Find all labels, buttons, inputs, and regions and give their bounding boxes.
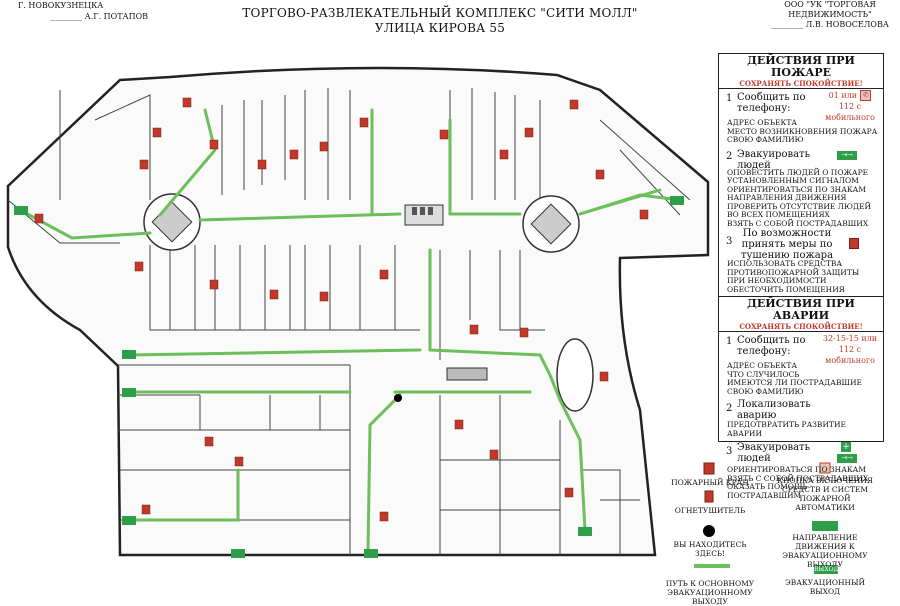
extinguisher-icon bbox=[849, 238, 859, 249]
fire-step1-item-3: СВОЮ ФАМИЛИЮ bbox=[727, 135, 804, 144]
approval-right: ООО "УК "ТОРГОВАЯ НЕДВИЖИМОСТЬ" ________… bbox=[770, 0, 890, 30]
legend-hydrant: ПОЖАРНЫЙ КРАН bbox=[671, 478, 749, 487]
escalator-center bbox=[446, 367, 488, 381]
accident-step2-title: Локализовать аварию bbox=[737, 399, 811, 421]
accident-heading: ДЕЙСТВИЯ ПРИ АВАРИИ bbox=[747, 297, 855, 322]
exit-sign-icon: ⇥→ bbox=[837, 150, 857, 160]
legend-exit: ЭВАКУАЦИОННЫЙ ВЫХОД bbox=[784, 578, 866, 596]
fire-step-1: 1 Сообщить по телефону: 01 или ✆ 112 с м… bbox=[726, 90, 875, 122]
accident-step3-item-3: ОКАЗАТЬ ПОМОЩЬ ПОСТРАДАВШИМ bbox=[727, 482, 808, 500]
accident-step-2: 2 Локализовать аварию bbox=[719, 399, 883, 421]
atrium-right bbox=[522, 195, 580, 253]
accident-step-1: 1 Сообщить по телефону: 32-15-15 или 112… bbox=[726, 334, 878, 365]
fire-equipment bbox=[34, 97, 649, 522]
fire-heading: ДЕЙСТВИЯ ПРИ ПОЖАРЕ bbox=[747, 54, 855, 79]
fire-step3-title: По возможности принять меры по тушению п… bbox=[740, 228, 834, 261]
legend-exit-sign: ВЫХОД bbox=[814, 566, 839, 573]
fire-phone-2: 112 с мобильного bbox=[825, 102, 875, 122]
approval-right-sign: ________ Л.В. НОВОСЕЛОВА bbox=[771, 20, 889, 29]
fire-step3-item-2: ПРИ НЕОБХОДИМОСТИ ОБЕСТОЧИТЬ ПОМЕЩЕНИЯ bbox=[727, 276, 845, 294]
fire-step1-item-2: МЕСТО ВОЗНИКНОВЕНИЯ ПОЖАРА bbox=[727, 126, 878, 136]
accident-step2-item-1: ПРЕДОТВРАТИТЬ РАЗВИТИЕ АВАРИИ bbox=[727, 420, 847, 438]
legend-button: КНОПКА ВКЛЮЧЕНИЯ СРЕДСТВ И СИСТЕМ ПОЖАРН… bbox=[777, 476, 873, 512]
accident-step3-item-1: ОРИЕНТИРОВАТЬСЯ ПО ЗНАКАМ bbox=[727, 465, 867, 474]
title-line2: УЛИЦА КИРОВА 55 bbox=[374, 21, 506, 35]
legend-extinguisher: ОГНЕТУШИТЕЛЬ bbox=[674, 506, 746, 515]
fire-step-3: 3 По возможности принять меры по тушению… bbox=[719, 228, 883, 261]
accident-step1-item-2: ЧТО СЛУЧИЛОСЬ bbox=[727, 369, 800, 379]
central-stairs bbox=[404, 204, 444, 226]
accident-step3-title: Эвакуировать людей bbox=[737, 442, 811, 464]
fire-step1-title: Сообщить по телефону: bbox=[737, 92, 806, 114]
title-line1: ТОРГОВО-РАЗВЛЕКАТЕЛЬНЫЙ КОМПЛЕКС "СИТИ М… bbox=[242, 6, 638, 20]
page-title: ТОРГОВО-РАЗВЛЕКАТЕЛЬНЫЙ КОМПЛЕКС "СИТИ М… bbox=[230, 6, 650, 36]
accident-subheading: СОХРАНЯТЬ СПОКОЙСТВИЕ! bbox=[739, 322, 863, 331]
fire-step2-item-1: ОПОВЕСТИТЬ ЛЮДЕЙ О ПОЖАРЕ УСТАНОВЛЕННЫМ … bbox=[727, 167, 869, 185]
accident-step-3: 3 Эвакуировать людей + ⇥→ bbox=[719, 442, 883, 466]
legend-symbols bbox=[694, 462, 838, 574]
walls bbox=[7, 88, 691, 555]
approval-left-city: Г. НОВОКУЗНЕЦКА bbox=[18, 1, 104, 10]
accident-phone-2: 112 с мобильного bbox=[825, 345, 875, 365]
fire-subheading: СОХРАНЯТЬ СПОКОЙСТВИЕ! bbox=[739, 79, 863, 88]
phone-icon: ✆ bbox=[860, 90, 872, 101]
legend-you-are-here: ВЫ НАХОДИТЕСЬ ЗДЕСЬ! bbox=[673, 540, 747, 558]
actions-panel: ДЕЙСТВИЯ ПРИ ПОЖАРЕ СОХРАНЯТЬ СПОКОЙСТВИ… bbox=[718, 53, 884, 499]
building-outline bbox=[6, 66, 710, 557]
fire-step-2: 2 Эвакуировать людей ⇥→ bbox=[719, 147, 883, 171]
fire-step2-title: Эвакуировать людей bbox=[737, 148, 811, 171]
fire-phone-1: 01 или bbox=[828, 91, 858, 100]
fire-step3-item-1: ИСПОЛЬЗОВАТЬ СРЕДСТВА ПРОТИВОПОЖАРНОЙ ЗА… bbox=[727, 259, 860, 277]
accident-step1-item-1: АДРЕС ОБЪЕКТА bbox=[727, 361, 798, 370]
fire-step2-item-2: ОРИЕНТИРОВАТЬСЯ ПО ЗНАКАМ НАПРАВЛЕНИЯ ДВ… bbox=[727, 184, 867, 202]
first-aid-icon: + bbox=[841, 442, 851, 452]
fire-step2-item-3: ПРОВЕРИТЬ ОТСУТСТВИЕ ЛЮДЕЙ ВО ВСЕХ ПОМЕЩ… bbox=[727, 201, 872, 219]
fire-step2-item-4: ВЗЯТЬ С СОБОЙ ПОСТРАДАВШИХ bbox=[727, 218, 869, 228]
approval-left-sign: ________ А.Г. ПОТАПОВ bbox=[50, 12, 148, 21]
accident-phone-1: 32-15-15 или bbox=[822, 334, 878, 343]
legend-direction: НАПРАВЛЕНИЕ ДВИЖЕНИЯ К ЭВАКУАЦИОННОМУ ВЫ… bbox=[782, 533, 868, 569]
accident-step3-item-2: ВЗЯТЬ С СОБОЙ ПОСТРАДАВШИХ bbox=[727, 473, 869, 483]
approval-left: Г. НОВОКУЗНЕЦКА ________ А.Г. ПОТАПОВ bbox=[18, 0, 148, 22]
fire-step1-item-1: АДРЕС ОБЪЕКТА bbox=[727, 118, 798, 127]
accident-step1-title: Сообщить по телефону: bbox=[737, 335, 806, 357]
accident-step1-item-3: ИМЕЮТСЯ ЛИ ПОСТРАДАВШИЕ bbox=[727, 378, 863, 387]
exit-signs bbox=[14, 196, 684, 558]
oval-atrium bbox=[556, 338, 594, 412]
evacuation-route bbox=[18, 108, 682, 552]
legend-route: ПУТЬ К ОСНОВНОМУ ЭВАКУАЦИОННОМУ ВЫХОДУ bbox=[665, 579, 755, 606]
exit-sign-icon: ⇥→ bbox=[837, 454, 857, 463]
approval-right-org: ООО "УК "ТОРГОВАЯ НЕДВИЖИМОСТЬ" bbox=[784, 0, 876, 19]
accident-step1-item-4: СВОЮ ФАМИЛИЮ bbox=[727, 386, 804, 396]
you-are-here-marker bbox=[394, 394, 402, 402]
